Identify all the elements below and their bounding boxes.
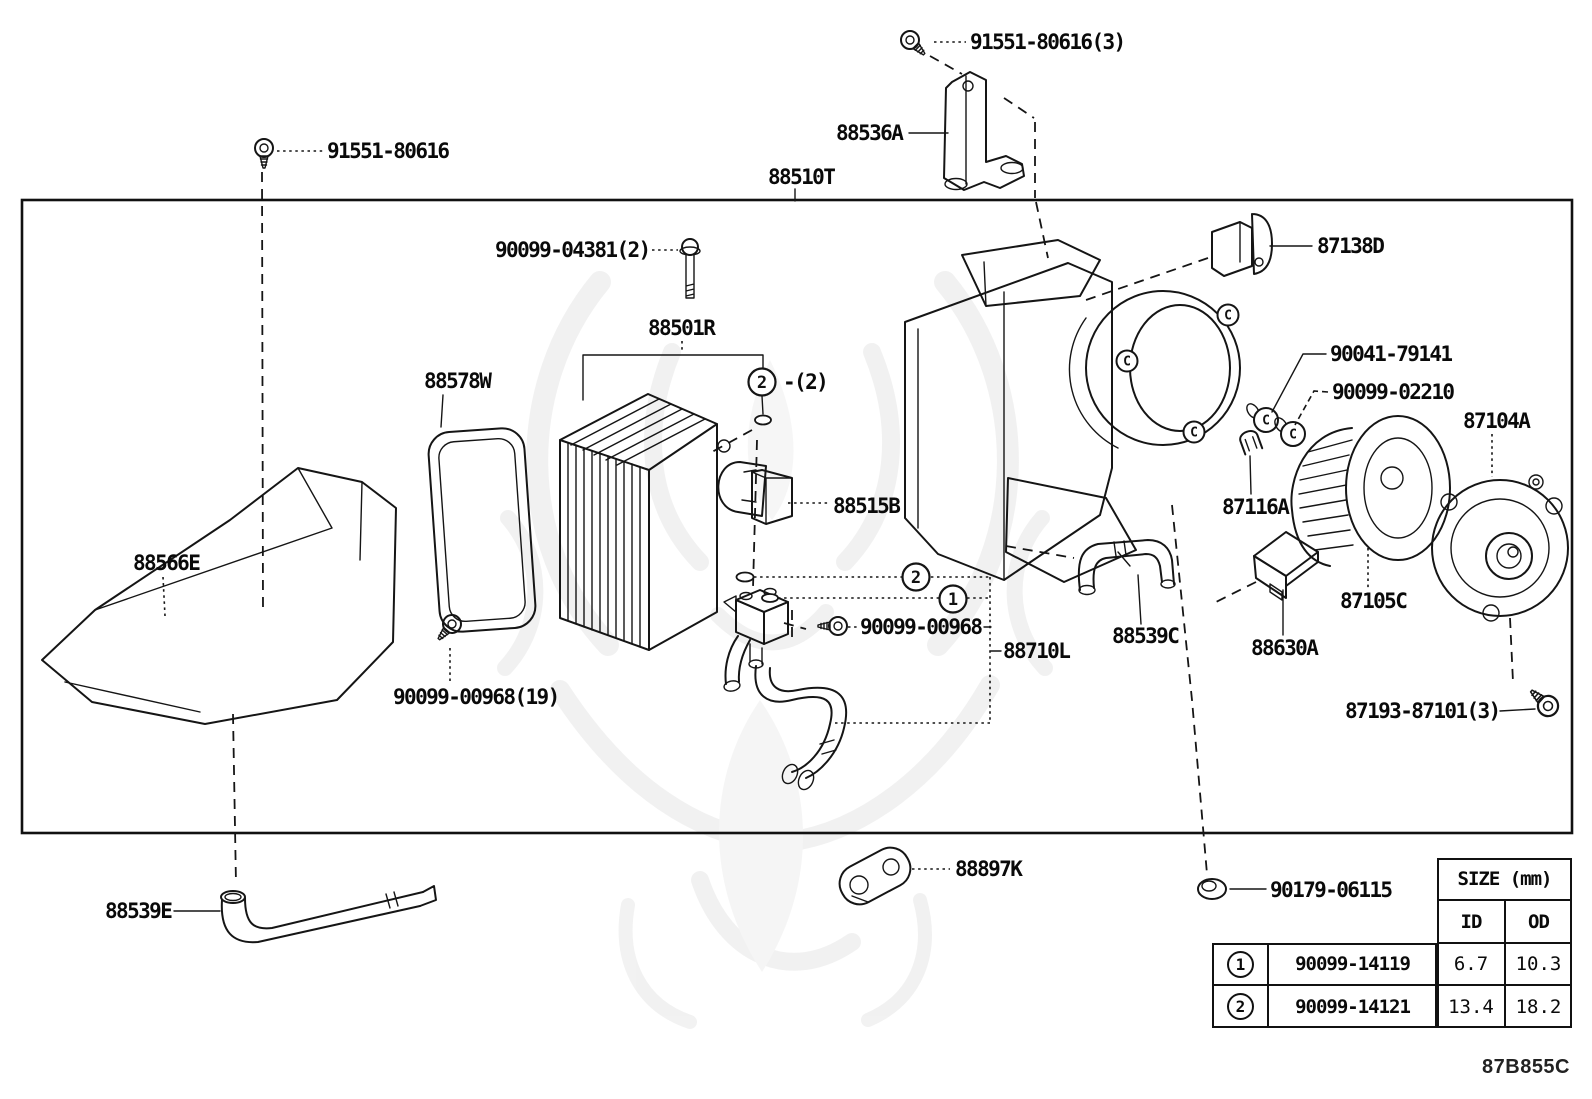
part-label-88897K: 88897K bbox=[955, 857, 1023, 881]
part-label-87193-87101-3: 87193-87101(3) bbox=[1345, 699, 1501, 723]
assembly-dashed-lines bbox=[232, 55, 1514, 885]
size-table-row1-id: 6.7 bbox=[1437, 943, 1505, 985]
svg-text:C: C bbox=[1289, 428, 1297, 443]
callout-circle-1: 1 bbox=[1226, 950, 1254, 978]
part-label-88536A: 88536A bbox=[836, 121, 904, 145]
svg-text:C: C bbox=[1262, 414, 1270, 429]
part-label-90179-06115: 90179-06115 bbox=[1270, 878, 1393, 902]
size-table-row2-part: 90099-14121 bbox=[1268, 985, 1437, 1028]
leader-lines bbox=[162, 41, 1536, 912]
screw-91551-80616-3 bbox=[896, 26, 932, 62]
clip-mark-circles: C C C bbox=[1115, 303, 1240, 444]
nut-90099-02210: C bbox=[1274, 417, 1306, 447]
bracket-88536A bbox=[943, 71, 1025, 191]
size-table-row1-od: 10.3 bbox=[1505, 943, 1572, 985]
part-label-90099-04381-2: 90099-04381(2) bbox=[495, 238, 651, 262]
callout-circle-2 bbox=[901, 562, 931, 592]
callout-1-number: 1 bbox=[948, 590, 958, 610]
hose-88539E bbox=[220, 885, 437, 944]
drawing-number: 87B855C bbox=[1482, 1056, 1571, 1078]
part-label-87138D: 87138D bbox=[1317, 234, 1385, 258]
watermark bbox=[497, 271, 1053, 1029]
size-table-col-od: OD bbox=[1505, 900, 1572, 943]
part-label-90099-02210: 90099-02210 bbox=[1332, 380, 1455, 404]
hose-assembly-88710L bbox=[723, 587, 848, 791]
screw-87193-87101 bbox=[1523, 682, 1564, 722]
part-label-91551-80616-3: 91551-80616(3) bbox=[970, 30, 1126, 54]
resistor-87138D bbox=[1211, 213, 1273, 277]
size-table-header: SIZE (mm) bbox=[1437, 858, 1572, 900]
duct-88566E bbox=[41, 467, 397, 725]
size-table-row2-od: 18.2 bbox=[1505, 985, 1572, 1028]
upper-callout-2: 2 bbox=[747, 367, 777, 426]
part-label-88501R: 88501R bbox=[648, 316, 716, 340]
valve-88515B bbox=[717, 461, 793, 525]
housing-88510T: C C C bbox=[904, 239, 1241, 583]
size-table-row1-num-cell: 1 bbox=[1212, 943, 1268, 985]
clip-87116A bbox=[1239, 430, 1264, 456]
bolt-90099-04381 bbox=[679, 238, 701, 299]
size-table-row2-num-cell: 2 bbox=[1212, 985, 1268, 1028]
screw-91551-80616 bbox=[254, 138, 274, 169]
nut-90041-79141: C bbox=[1246, 403, 1279, 433]
callout-circle-2: 2 bbox=[1226, 993, 1254, 1020]
grommet-90179-06115 bbox=[1197, 878, 1227, 900]
part-label-87116A: 87116A bbox=[1222, 495, 1290, 519]
part-label-91551-80616: 91551-80616 bbox=[327, 139, 450, 163]
size-table: SIZE (mm) ID OD 1 90099-14119 6.7 10.3 2… bbox=[1212, 858, 1572, 1028]
gasket-88578W bbox=[427, 427, 537, 633]
part-label-88510T: 88510T bbox=[768, 165, 836, 189]
diagram-frame bbox=[20, 198, 1574, 835]
size-table-col-id: ID bbox=[1437, 900, 1505, 943]
relay-88630A bbox=[1253, 531, 1319, 601]
clamp-88897K bbox=[838, 846, 912, 906]
part-label-88566E: 88566E bbox=[133, 551, 201, 575]
part-label-88630A: 88630A bbox=[1251, 636, 1319, 660]
part-label-87105C: 87105C bbox=[1340, 589, 1408, 613]
svg-text:C: C bbox=[1190, 426, 1198, 441]
blower-wheel-87105C bbox=[1290, 415, 1451, 567]
oring-callout-bracket: 2 1 bbox=[735, 562, 991, 724]
part-label-88539C: 88539C bbox=[1112, 624, 1180, 648]
svg-text:C: C bbox=[1123, 355, 1131, 370]
part-label-87104A: 87104A bbox=[1463, 409, 1531, 433]
part-label-88539E: 88539E bbox=[105, 899, 173, 923]
part-label-90099-00968: 90099-00968 bbox=[860, 615, 983, 639]
qty-label-2: -(2) bbox=[783, 370, 829, 394]
size-table-row2-id: 13.4 bbox=[1437, 985, 1505, 1028]
part-label-88710L: 88710L bbox=[1003, 639, 1071, 663]
callout-2-number: 2 bbox=[911, 568, 921, 588]
svg-text:C: C bbox=[1224, 309, 1232, 324]
svg-text:2: 2 bbox=[757, 373, 767, 393]
size-table-row1-part: 90099-14119 bbox=[1268, 943, 1437, 985]
evaporator-88501R bbox=[559, 393, 731, 651]
callout-circle-1 bbox=[938, 584, 968, 614]
part-label-88578W: 88578W bbox=[424, 369, 492, 393]
part-label-90099-00968-19: 90099-00968(19) bbox=[393, 685, 560, 709]
part-label-88515B: 88515B bbox=[833, 494, 901, 518]
motor-87104A bbox=[1431, 474, 1569, 622]
hose-88539C bbox=[1077, 539, 1176, 596]
part-label-90041-79141: 90041-79141 bbox=[1330, 342, 1453, 366]
